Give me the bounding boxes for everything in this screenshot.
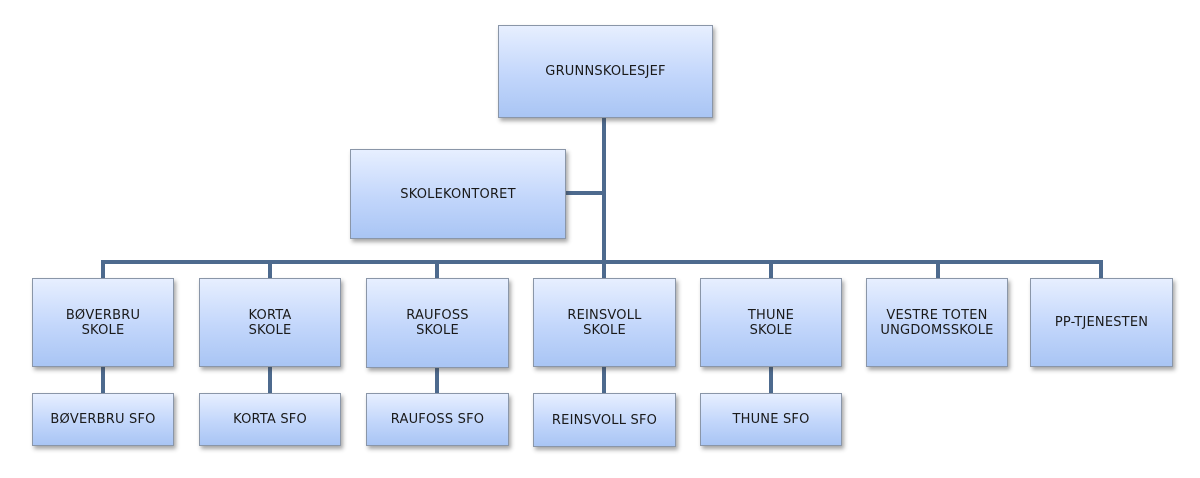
node-thune-sfo: THUNE SFO [700, 393, 842, 446]
node-label: VESTRE TOTEN UNGDOMSSKOLE [880, 307, 994, 338]
node-label: RAUFOSS SKOLE [406, 308, 469, 338]
node-reinsvoll-sfo: REINSVOLL SFO [533, 393, 676, 447]
node-boverbru-skole: BØVERBRU SKOLE [32, 278, 174, 367]
node-label: PP-TJENESTEN [1054, 315, 1149, 330]
node-korta-skole: KORTA SKOLE [199, 278, 341, 367]
node-label: KORTA SFO [233, 412, 307, 427]
node-grunnskolesjef: GRUNNSKOLESJEF [498, 25, 713, 118]
node-korta-sfo: KORTA SFO [199, 393, 341, 446]
node-reinsvoll-skole: REINSVOLL SKOLE [533, 278, 676, 367]
node-pp-tjenesten: PP-TJENESTEN [1030, 278, 1173, 367]
node-label: GRUNNSKOLESJEF [545, 64, 666, 79]
node-skolekontoret: SKOLEKONTORET [350, 149, 566, 239]
node-vestre-toten-ungdomsskole: VESTRE TOTEN UNGDOMSSKOLE [866, 278, 1008, 367]
node-label: RAUFOSS SFO [390, 412, 485, 427]
node-label: THUNE SKOLE [747, 307, 795, 338]
node-label: BØVERBRU SFO [50, 412, 156, 427]
node-thune-skole: THUNE SKOLE [700, 278, 842, 367]
node-label: BØVERBRU SKOLE [65, 307, 141, 338]
node-label: KORTA SKOLE [248, 307, 292, 338]
node-boverbru-sfo: BØVERBRU SFO [32, 393, 174, 446]
node-label: REINSVOLL SKOLE [567, 307, 642, 338]
node-label: THUNE SFO [732, 412, 810, 427]
node-label: REINSVOLL SFO [551, 412, 658, 428]
node-raufoss-skole: RAUFOSS SKOLE [366, 278, 509, 368]
node-raufoss-sfo: RAUFOSS SFO [366, 393, 509, 446]
node-label: SKOLEKONTORET [400, 186, 516, 202]
